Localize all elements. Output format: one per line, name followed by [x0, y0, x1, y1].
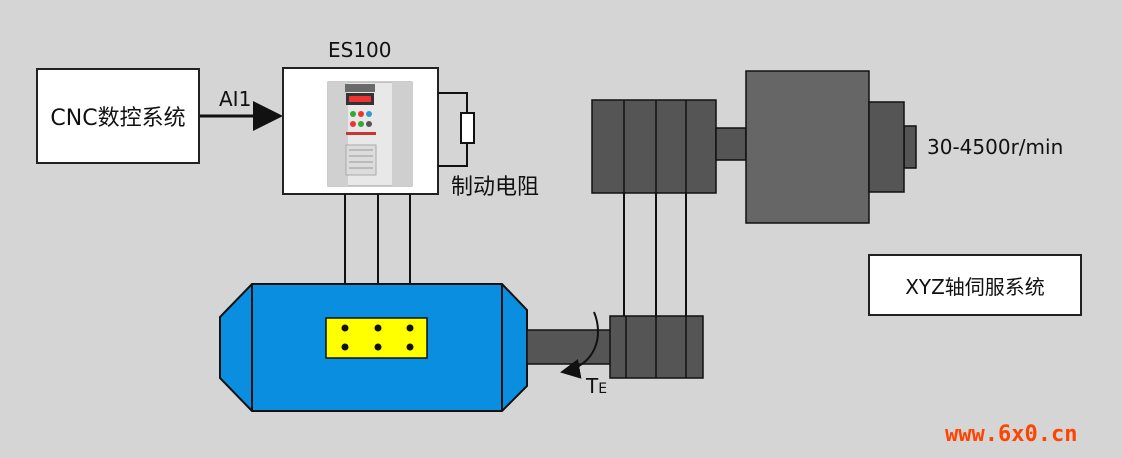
spindle-feed-label: 主轴进给 [763, 140, 852, 165]
motor-terminal-box [325, 317, 428, 359]
xyz-servo-box: XYZ轴伺服系统 [868, 254, 1082, 316]
lower-pulley [609, 315, 704, 379]
torque-label: TE [586, 374, 607, 398]
torque-label-sub: E [598, 381, 608, 397]
brake-resistor-label: 制动电阻 [451, 175, 540, 200]
cnc-system-label: CNC数控系统 [50, 106, 186, 131]
spindle-shaft [715, 127, 747, 161]
torque-arrow [560, 311, 599, 379]
inverter-device-icon [327, 81, 413, 187]
spindle-output [903, 125, 917, 169]
spindle-speed-label: 30-4500r/min [927, 135, 1064, 159]
inverter-title: ES100 [328, 38, 392, 62]
motor-label: M [369, 370, 387, 394]
xyz-servo-label: XYZ轴伺服系统 [905, 274, 1045, 299]
motor-shaft [526, 329, 613, 365]
torque-label-main: T [586, 374, 599, 398]
upper-pulley [591, 99, 717, 194]
brake-resistor-wire [438, 92, 468, 167]
watermark-text: www.6x0.cn [945, 422, 1078, 447]
signal-label: AI1 [219, 87, 252, 111]
motor-terminals [341, 324, 414, 351]
brake-resistor-symbol [460, 112, 475, 144]
cnc-system-box: CNC数控系统 [36, 68, 200, 164]
inverter-box [282, 67, 439, 195]
